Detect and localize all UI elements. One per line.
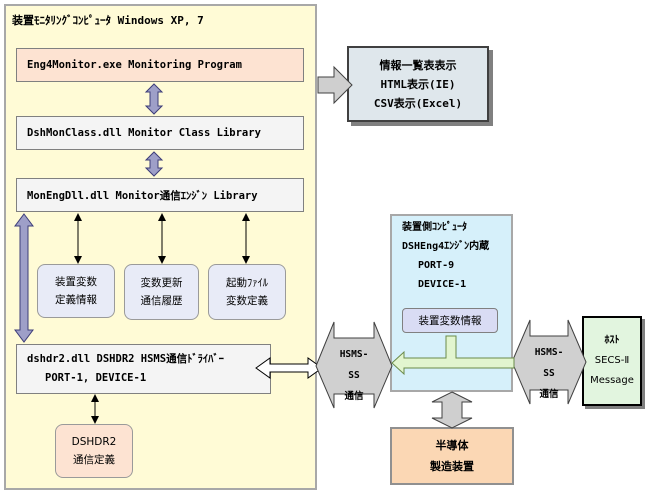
feature-line1: 起動ﾌｧｲﾙ (226, 277, 268, 289)
hsms-left-arrow (315, 321, 393, 409)
dshdr2-def-line2: 通信定義 (73, 454, 115, 466)
dshdr2-line1: dshdr2.dll DSHDR2 HSMS通信ﾄﾞﾗｲﾊﾞｰ (27, 353, 224, 365)
white-arrow-dshdr2 (255, 357, 323, 379)
feature-line2: 変数定義 (226, 295, 268, 307)
equipment-computer-text: 装置側ｺﾝﾋﾟｭｰﾀ DSHEng4ｴﾝｼﾞﾝ内蔵 PORT-9 DEVICE-… (402, 218, 489, 294)
hsms-left-line1: HSMS-SS (339, 349, 369, 381)
feature-box-var-history: 変数更新 通信履歴 (124, 264, 199, 320)
host-line2: SECS-Ⅱ (594, 355, 630, 366)
feature-box-var-def: 装置変数 定義情報 (37, 264, 115, 318)
info-line2: HTML表示(IE) (380, 77, 456, 91)
feature-line2: 通信履歴 (140, 295, 183, 307)
info-line1: 情報一覧表表示 (379, 58, 457, 72)
equipment-line2: DSHEng4ｴﾝｼﾞﾝ内蔵 (402, 241, 490, 252)
hsms-right-line2: 通信 (539, 389, 559, 400)
feature-box-startup-file: 起動ﾌｧｲﾙ 変数定義 (208, 264, 286, 320)
hsms-left-line2: 通信 (344, 391, 364, 402)
green-arrow (391, 335, 515, 376)
dshdr2-definition-box: DSHDR2 通信定義 (55, 424, 133, 478)
equipment-var-info-box: 装置変数情報 (402, 308, 498, 333)
equipment-line1: 装置側ｺﾝﾋﾟｭｰﾀ (402, 222, 467, 233)
host-line3: Message (590, 375, 634, 386)
purple-arrow-2 (144, 151, 164, 177)
hsms-right-arrow (511, 319, 587, 405)
panel-title: 装置ﾓﾆﾀﾘﾝｸﾞｺﾝﾋﾟｭｰﾀ Windows XP, 7 (12, 14, 204, 27)
feature-line1: 装置変数 (55, 276, 97, 288)
eng4monitor-box: Eng4Monitor.exe Monitoring Program (16, 48, 304, 82)
semi-line2: 製造装置 (430, 460, 474, 473)
dshdr2-def-line1: DSHDR2 (71, 436, 117, 448)
info-line3: CSV表示(Excel) (373, 96, 463, 110)
monengdll-box: MonEngDll.dll Monitor通信ｴﾝｼﾞﾝ Library (16, 178, 304, 212)
equipment-line4: DEVICE-1 (418, 279, 467, 290)
info-display-box: 情報一覧表表示 HTML表示(IE) CSV表示(Excel) (347, 46, 489, 122)
hsms-right-label: HSMS-SS 通信 (529, 342, 569, 405)
dshmonclass-box: DshMonClass.dll Monitor Class Library (16, 116, 304, 150)
semi-line1: 半導体 (435, 439, 469, 452)
hsms-left-label: HSMS-SS 通信 (334, 344, 374, 407)
hsms-right-line1: HSMS-SS (534, 347, 564, 379)
dshdr2-line2: PORT-1, DEVICE-1 (45, 372, 147, 384)
equipment-line3: PORT-9 (418, 260, 455, 271)
gray-arrow-semi (431, 391, 473, 429)
host-line1: ﾎｽﾄ (604, 335, 620, 346)
purple-arrow-long (14, 213, 34, 343)
feature-line1: 変数更新 (140, 277, 183, 289)
gray-arrow-info (317, 65, 353, 105)
feature-line2: 定義情報 (55, 294, 97, 306)
purple-arrow-1 (144, 83, 164, 115)
